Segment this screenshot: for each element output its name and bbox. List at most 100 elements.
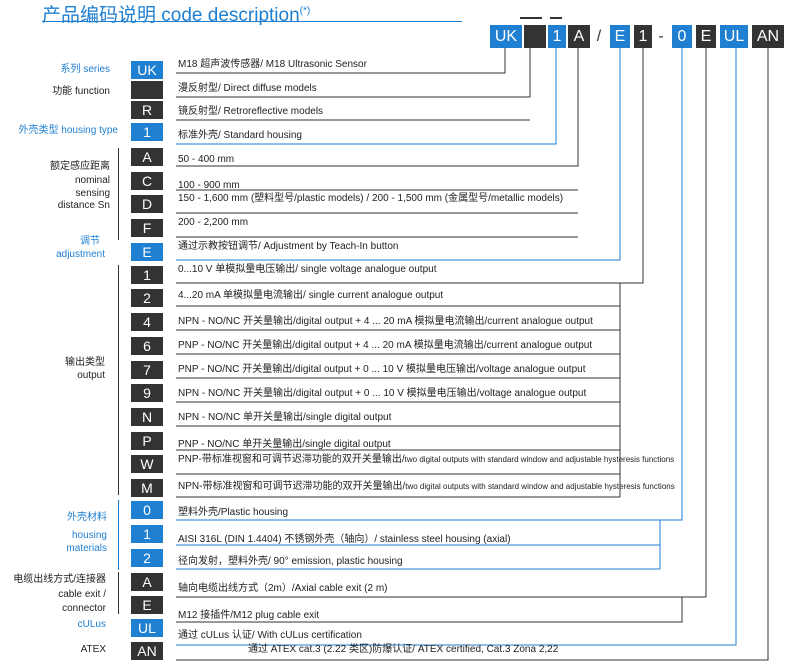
code-box: M bbox=[131, 479, 163, 497]
title-underline bbox=[42, 21, 462, 22]
label-material-cn: 外壳材料 bbox=[67, 512, 107, 523]
page-title: 产品编码说明 code description(*) bbox=[42, 0, 310, 27]
row-desc: 200 - 2,200 mm bbox=[178, 217, 249, 228]
row-desc: PNP - NO/NC 开关量输出/digital output + 0 ...… bbox=[178, 364, 586, 375]
label-cable-cn: 电缆出线方式/连接器 bbox=[13, 574, 106, 585]
title-cn: 产品编码说明 bbox=[42, 5, 157, 26]
label-sensing-en1: nominal bbox=[74, 175, 110, 186]
row-desc: 通过 cULus 认证/ With cULus certification bbox=[178, 630, 362, 641]
row-desc: PNP-带标准视窗和可调节迟滞功能的双开关量输出/two digital out… bbox=[178, 454, 674, 466]
code-box: 2 bbox=[131, 549, 163, 567]
row-desc: AISI 316L (DIN 1.4404) 不锈钢外壳（轴向）/ stainl… bbox=[178, 534, 511, 545]
row-desc: PNP - NO/NC 开关量输出/digital output + 4 ...… bbox=[178, 340, 593, 351]
code-slash: / bbox=[596, 28, 602, 45]
row-desc: 漫反射型/ Direct diffuse models bbox=[178, 83, 317, 94]
row-desc: PNP - NO/NC 单开关量输出/single digital output bbox=[178, 439, 391, 450]
bracket-material bbox=[118, 500, 127, 570]
row-desc: NPN-带标准视窗和可调节迟滞功能的双开关量输出/two digital out… bbox=[178, 481, 675, 493]
code-box: 2 bbox=[131, 289, 163, 307]
label-function: 功能 function bbox=[52, 86, 110, 97]
code-adjust: E bbox=[610, 25, 630, 48]
label-material-en2: materials bbox=[66, 543, 107, 554]
bracket-output bbox=[118, 265, 127, 495]
code-box: 9 bbox=[131, 384, 163, 402]
label-material-en1: housing bbox=[71, 530, 107, 541]
code-ul: UL bbox=[720, 25, 748, 48]
label-adjust-en: adjustment bbox=[56, 249, 105, 260]
row-desc-main: PNP-带标准视窗和可调节迟滞功能的双开关量输出/ bbox=[178, 454, 405, 465]
title-mark: (*) bbox=[299, 5, 311, 17]
label-adjust-cn: 调节 bbox=[80, 236, 100, 247]
code-box: N bbox=[131, 408, 163, 426]
row-desc: 塑料外壳/Plastic housing bbox=[178, 507, 289, 518]
row-desc: NPN - NO/NC 开关量输出/digital output + 0 ...… bbox=[178, 388, 587, 399]
code-uk: UK bbox=[490, 25, 522, 48]
row-desc: 标准外壳/ Standard housing bbox=[178, 130, 302, 141]
code-box: A bbox=[131, 573, 163, 591]
label-output-cn: 输出类型 bbox=[65, 357, 105, 368]
code-atex: AN bbox=[752, 25, 784, 48]
code-distance: A bbox=[568, 25, 590, 48]
row-desc: 0...10 V 单模拟量电压输出/ single voltage analog… bbox=[178, 264, 437, 275]
code-box: 1 bbox=[131, 525, 163, 543]
code-box: 0 bbox=[131, 501, 163, 519]
code-box bbox=[131, 81, 163, 99]
bracket-cable bbox=[118, 572, 127, 614]
label-cable-en1: cable exit / bbox=[58, 589, 106, 600]
row-desc: 轴向电缆出线方式（2m）/Axial cable exit (2 m) bbox=[178, 583, 388, 594]
label-sensing-en3: distance Sn bbox=[57, 200, 110, 211]
label-series: 系列 series bbox=[60, 64, 110, 75]
label-culus: cULus bbox=[77, 619, 106, 630]
row-desc: M18 超声波传感器/ M18 Ultrasonic Sensor bbox=[178, 59, 367, 70]
row-desc: 150 - 1,600 mm (塑料型号/plastic models) / 2… bbox=[178, 193, 564, 204]
code-box: 6 bbox=[131, 337, 163, 355]
code-output: 1 bbox=[634, 25, 652, 48]
code-box: C bbox=[131, 172, 163, 190]
row-desc: 50 - 400 mm bbox=[178, 154, 235, 165]
code-box: R bbox=[131, 101, 163, 119]
code-box: 1 bbox=[131, 266, 163, 284]
code-box: A bbox=[131, 148, 163, 166]
code-box: UK bbox=[131, 61, 163, 79]
label-sensing-en2: sensing bbox=[75, 188, 110, 199]
row-desc: 通过示教按钮调节/ Adjustment by Teach-In button bbox=[178, 241, 399, 252]
row-desc: 镜反射型/ Retroreflective models bbox=[178, 106, 324, 117]
row-desc: 100 - 900 mm bbox=[178, 180, 240, 191]
code-box: D bbox=[131, 195, 163, 213]
row-desc-small: two digital outputs with standard window… bbox=[404, 455, 675, 464]
code-housing: 1 bbox=[548, 25, 566, 48]
row-desc-main: NPN-带标准视窗和可调节迟滞功能的双开关量输出/ bbox=[178, 481, 406, 492]
code-box: P bbox=[131, 432, 163, 450]
row-desc: NPN - NO/NC 单开关量输出/single digital output bbox=[178, 412, 392, 423]
code-slot-bar bbox=[520, 17, 542, 19]
row-desc-small: two digital outputs with standard window… bbox=[405, 482, 675, 491]
code-slot-bar bbox=[550, 17, 562, 19]
bracket-sensing bbox=[118, 148, 127, 240]
code-material: 0 bbox=[672, 25, 692, 48]
row-desc: M12 接插件/M12 plug cable exit bbox=[178, 610, 320, 621]
label-output-en: output bbox=[77, 370, 105, 381]
code-box: F bbox=[131, 219, 163, 237]
code-box: E bbox=[131, 596, 163, 614]
label-housing-type: 外壳类型 housing type bbox=[18, 125, 119, 136]
code-dash: - bbox=[658, 28, 664, 45]
row-desc: 4...20 mA 单模拟量电流输出/ single current analo… bbox=[178, 290, 444, 301]
code-box: UL bbox=[131, 619, 163, 637]
row-desc: 径向发射，塑料外壳/ 90° emission, plastic housing bbox=[178, 556, 403, 567]
row-desc: NPN - NO/NC 开关量输出/digital output + 4 ...… bbox=[178, 316, 593, 327]
code-box: 4 bbox=[131, 313, 163, 331]
code-box: 7 bbox=[131, 361, 163, 379]
code-cable: E bbox=[696, 25, 716, 48]
code-box: 1 bbox=[131, 123, 163, 141]
label-sensing-cn: 额定感应距离 bbox=[50, 161, 110, 172]
row-desc: 通过 ATEX cat.3 (2.22 类区)防爆认证/ ATEX certif… bbox=[248, 644, 559, 655]
code-function bbox=[524, 25, 546, 48]
label-cable-en2: connector bbox=[62, 603, 106, 614]
title-en: code description bbox=[161, 5, 300, 26]
code-box: W bbox=[131, 455, 163, 473]
code-box: AN bbox=[131, 642, 163, 660]
label-atex: ATEX bbox=[80, 644, 106, 655]
code-box: E bbox=[131, 243, 163, 261]
